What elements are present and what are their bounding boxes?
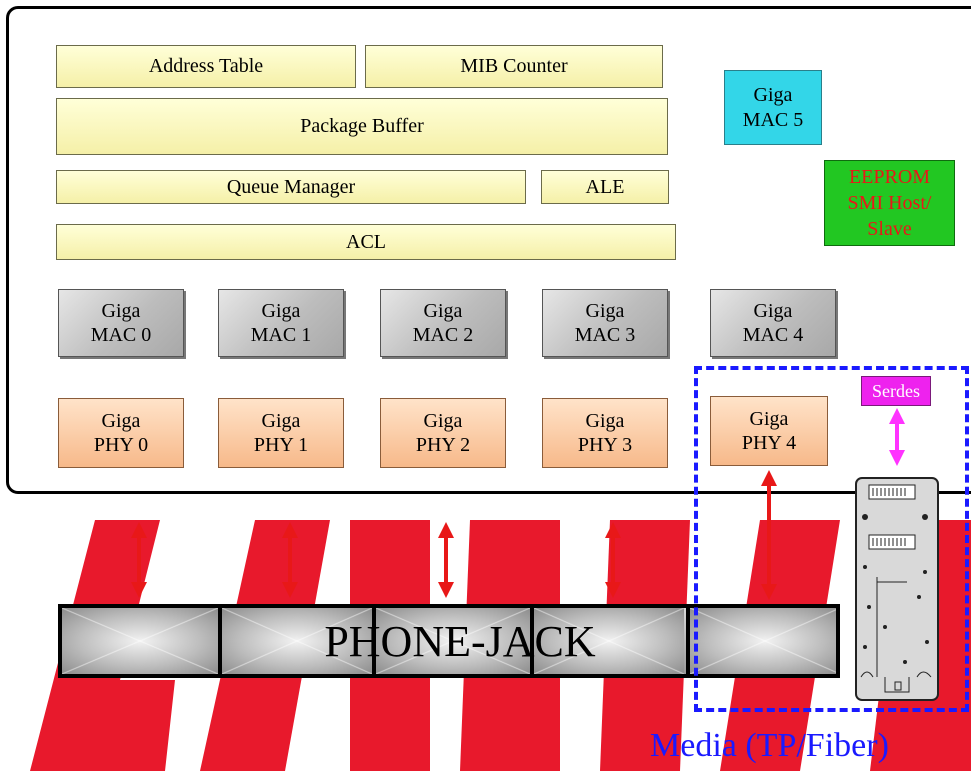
jack-divider — [218, 608, 222, 674]
mac-line1: Giga — [753, 300, 793, 322]
sfp-cage-icon — [855, 477, 939, 701]
giga-phy-4: Giga PHY 4 — [710, 396, 828, 466]
eeprom-line2: SMI Host/ — [847, 192, 932, 214]
eeprom-line3: Slave — [867, 218, 912, 240]
mac5-line1: Giga — [753, 83, 793, 106]
mac-line1: Giga — [101, 300, 141, 322]
phy-line2: PHY 2 — [415, 434, 471, 456]
giga-mac-3: Giga MAC 3 — [542, 289, 668, 357]
giga-mac-5: Giga MAC 5 — [724, 70, 822, 145]
giga-phy-3: Giga PHY 3 — [542, 398, 668, 468]
phy-line1: Giga — [261, 410, 301, 432]
giga-mac-0: Giga MAC 0 — [58, 289, 184, 357]
phy-line2: PHY 3 — [577, 434, 633, 456]
giga-phy-0: Giga PHY 0 — [58, 398, 184, 468]
package-buffer-block: Package Buffer — [56, 98, 668, 155]
eeprom-block: EEPROM SMI Host/ Slave — [824, 160, 955, 246]
phy-line1: Giga — [101, 410, 141, 432]
eeprom-line1: EEPROM — [848, 166, 931, 188]
ale-block: ALE — [541, 170, 669, 204]
mac-line1: Giga — [585, 300, 625, 322]
jack-divider — [372, 608, 376, 674]
jack-port-4 — [690, 608, 836, 674]
phone-jack-label: PHONE-JACK — [324, 617, 596, 666]
mac5-line2: MAC 5 — [742, 108, 804, 131]
giga-mac-4: Giga MAC 4 — [710, 289, 836, 357]
jack-divider — [686, 608, 690, 674]
acl-block: ACL — [56, 224, 676, 260]
jack-port-1 — [222, 608, 372, 674]
mib-counter-block: MIB Counter — [365, 45, 663, 88]
phy-line2: PHY 0 — [93, 434, 149, 456]
jack-port-3 — [534, 608, 684, 674]
phy-line2: PHY 4 — [741, 432, 797, 454]
phy-line1: Giga — [749, 408, 789, 430]
jack-port-0 — [62, 608, 218, 674]
queue-manager-block: Queue Manager — [56, 170, 526, 204]
mac-line2: MAC 4 — [742, 324, 804, 346]
jack-port-2 — [376, 608, 530, 674]
address-table-block: Address Table — [56, 45, 356, 88]
phy-line1: Giga — [585, 410, 625, 432]
giga-mac-2: Giga MAC 2 — [380, 289, 506, 357]
giga-mac-1: Giga MAC 1 — [218, 289, 344, 357]
phy-line1: Giga — [423, 410, 463, 432]
phone-jack — [58, 604, 840, 678]
mac-line2: MAC 0 — [90, 324, 152, 346]
jack-divider — [530, 608, 534, 674]
mac-line2: MAC 1 — [250, 324, 312, 346]
mac-line2: MAC 2 — [412, 324, 474, 346]
serdes-block: Serdes — [861, 376, 931, 406]
media-dashed-box — [694, 366, 969, 712]
phy-line2: PHY 1 — [253, 434, 309, 456]
media-label: Media (TP/Fiber) — [650, 727, 889, 764]
giga-phy-2: Giga PHY 2 — [380, 398, 506, 468]
giga-phy-1: Giga PHY 1 — [218, 398, 344, 468]
mac-line2: MAC 3 — [574, 324, 636, 346]
mac-line1: Giga — [423, 300, 463, 322]
mac-line1: Giga — [261, 300, 301, 322]
